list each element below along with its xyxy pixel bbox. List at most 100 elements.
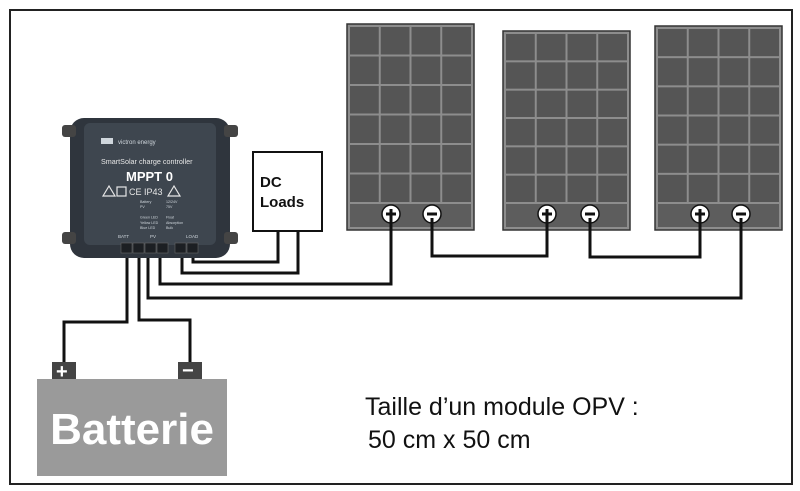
panel-cell: [598, 90, 627, 117]
module-size-caption-line2: 50 cm x 50 cm: [368, 426, 531, 454]
panel-cell: [567, 175, 597, 202]
panel-cell: [658, 87, 687, 115]
panel-cell: [658, 29, 687, 57]
series-wire-1: [430, 218, 549, 258]
panel-positive-terminal-icon: [690, 204, 710, 224]
solar-panel-2: [502, 30, 631, 231]
panel-cell: [380, 145, 410, 173]
panel-cell: [750, 58, 779, 86]
panel-cell: [536, 62, 566, 89]
dc-loads-line2: Loads: [260, 194, 304, 211]
mppt-charge-controller: victron energy SmartSolar charge control…: [62, 118, 238, 258]
panel-cell: [536, 34, 566, 61]
spec-label: PV: [140, 205, 145, 209]
panel-cell: [719, 174, 749, 202]
series-wire-2: [588, 218, 702, 259]
panel-cell: [567, 119, 597, 146]
panel-cell: [567, 62, 597, 89]
panel-cell: [380, 27, 410, 55]
panel-cell: [750, 116, 779, 144]
panel-cell: [750, 87, 779, 115]
panel-cell: [411, 27, 441, 55]
panel-cell: [598, 62, 627, 89]
spec-label: Battery: [140, 200, 152, 204]
spec-label: Green LED: [140, 216, 158, 220]
panel-cell: [658, 174, 687, 202]
panel-cell: [442, 56, 471, 84]
panel-cell: [719, 145, 749, 173]
panel-cell: [719, 29, 749, 57]
controller-certifications: CE IP43: [129, 187, 163, 197]
panel-cell: [506, 62, 535, 89]
spec-value: Float: [166, 216, 174, 220]
panel-cell: [442, 86, 471, 114]
brand-logo-icon: [101, 138, 113, 144]
panel-cell: [411, 115, 441, 143]
battery-plus-sign: +: [56, 361, 68, 383]
dc-loads-line1: DC: [260, 174, 282, 191]
solar-panel-3: [654, 25, 783, 231]
panel-cell: [411, 174, 441, 202]
panel-cell: [350, 145, 379, 173]
battery-negative-terminal: [178, 362, 202, 379]
panel-cell: [380, 56, 410, 84]
panel-cell: [750, 145, 779, 173]
panel-cell: [658, 116, 687, 144]
panel-cell: [719, 87, 749, 115]
panel-cell: [567, 90, 597, 117]
panel-cell: [350, 27, 379, 55]
terminal-pv: PV: [150, 234, 156, 239]
panel-cell: [536, 119, 566, 146]
panel-cell: [719, 58, 749, 86]
dc-loads-box: DC Loads: [252, 151, 323, 232]
panel-cell: [442, 174, 471, 202]
battery-positive-terminal: [52, 362, 76, 379]
battery: + − Batterie: [37, 360, 227, 476]
controller-brand: victron energy: [118, 140, 156, 146]
battery-label: Batterie: [50, 405, 214, 454]
panel-cell: [567, 34, 597, 61]
panel-cell: [380, 174, 410, 202]
panel-cell: [506, 119, 535, 146]
panel-cell: [719, 116, 749, 144]
panel-cell: [598, 119, 627, 146]
spec-value: Absorption: [166, 221, 183, 225]
controller-product: SmartSolar charge controller: [101, 157, 193, 166]
panel-cell: [506, 90, 535, 117]
load-wire-2: [180, 230, 300, 275]
panel-cell: [658, 145, 687, 173]
panel-cell: [688, 145, 718, 173]
panel-cell: [442, 145, 471, 173]
panel-cell: [411, 86, 441, 114]
panel-cell: [536, 90, 566, 117]
solar-panels: [346, 23, 783, 231]
warning-icon-2: [166, 184, 182, 197]
panel-cell: [350, 115, 379, 143]
panel-cell: [411, 145, 441, 173]
panel-cell: [506, 147, 535, 174]
panel-cell: [380, 115, 410, 143]
panel-cell: [658, 58, 687, 86]
panel-cell: [350, 86, 379, 114]
panel-cell: [598, 175, 627, 202]
panel-cell: [688, 58, 718, 86]
panel-cell: [688, 116, 718, 144]
panel-cell: [567, 147, 597, 174]
panel-cell: [506, 175, 535, 202]
manual-icon: [116, 186, 127, 197]
pv-positive-wire: [158, 218, 393, 286]
panel-cell: [411, 56, 441, 84]
panel-cell: [688, 174, 718, 202]
spec-label: Blue LED: [140, 226, 156, 230]
panel-cell: [350, 56, 379, 84]
panel-cell: [750, 29, 779, 57]
panel-cell: [442, 115, 471, 143]
panel-cell: [688, 29, 718, 57]
panel-cell: [442, 27, 471, 55]
controller-model: MPPT 0: [126, 169, 173, 184]
panel-cell: [350, 174, 379, 202]
module-size-caption-line1: Taille d’un module OPV :: [365, 393, 639, 421]
battery-positive-wire: [62, 252, 129, 362]
